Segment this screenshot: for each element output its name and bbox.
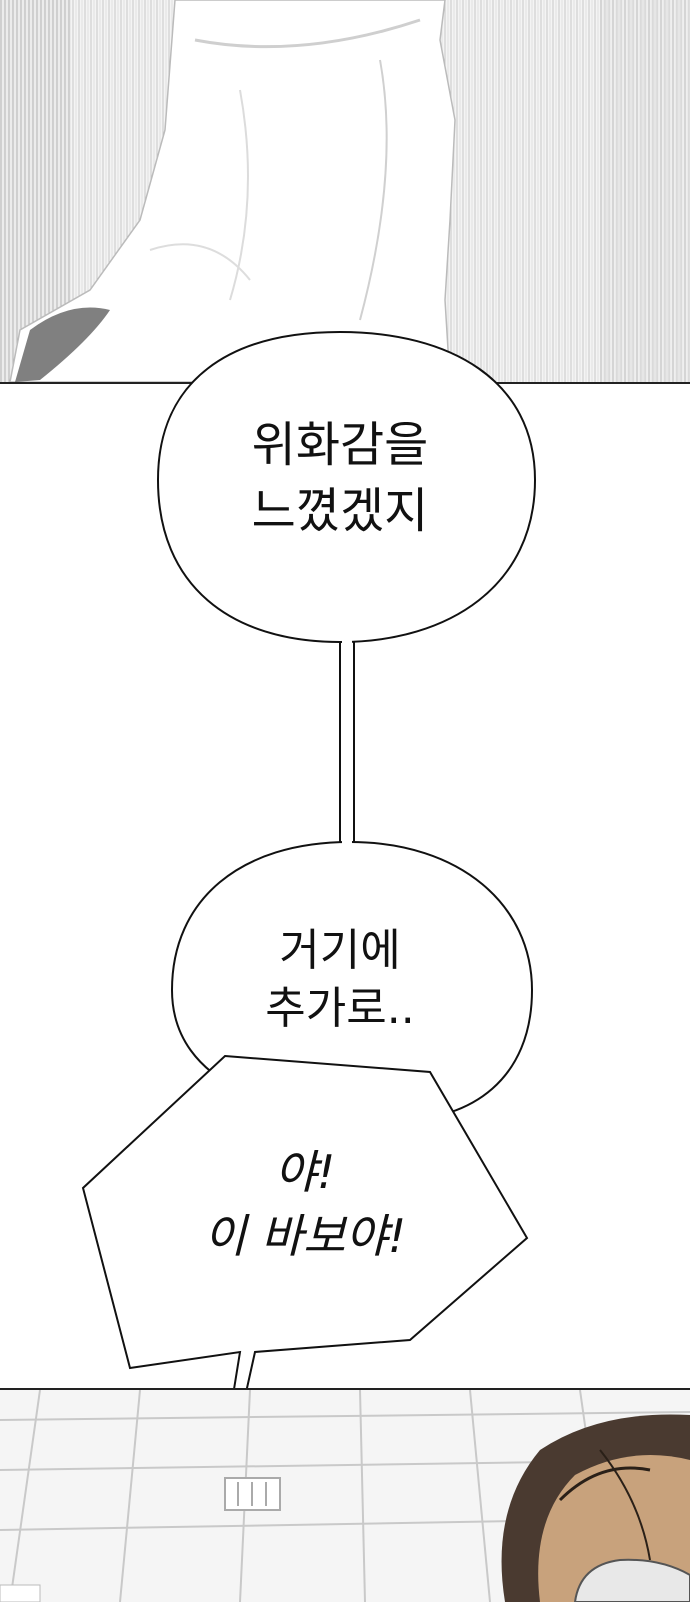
bubble-2-text: 거기에 추가로.. <box>240 922 440 1038</box>
fabric-illustration <box>0 0 690 382</box>
speech-bubble-1 <box>156 330 537 644</box>
bubble-1-line-2: 느꼈겠지 <box>251 483 429 539</box>
ceiling-illustration <box>0 1390 690 1602</box>
top-panel <box>0 0 690 384</box>
bubble-1-line-1: 위화감을 <box>251 417 429 473</box>
bubble-2-line-1: 거기에 <box>279 925 401 976</box>
bubble-connector <box>339 637 355 849</box>
bottom-panel <box>0 1388 690 1602</box>
character-head <box>501 1414 690 1602</box>
bubble-2-line-2: 추가로.. <box>265 983 415 1034</box>
bubble-3-line-1: 야! <box>274 1145 336 1199</box>
bubble-3-line-2: 이 바보야! <box>203 1209 407 1263</box>
bubble-3-text: 야! 이 바보야! <box>140 1140 470 1268</box>
bubble-1-text: 위화감을 느꼈겠지 <box>150 412 530 544</box>
